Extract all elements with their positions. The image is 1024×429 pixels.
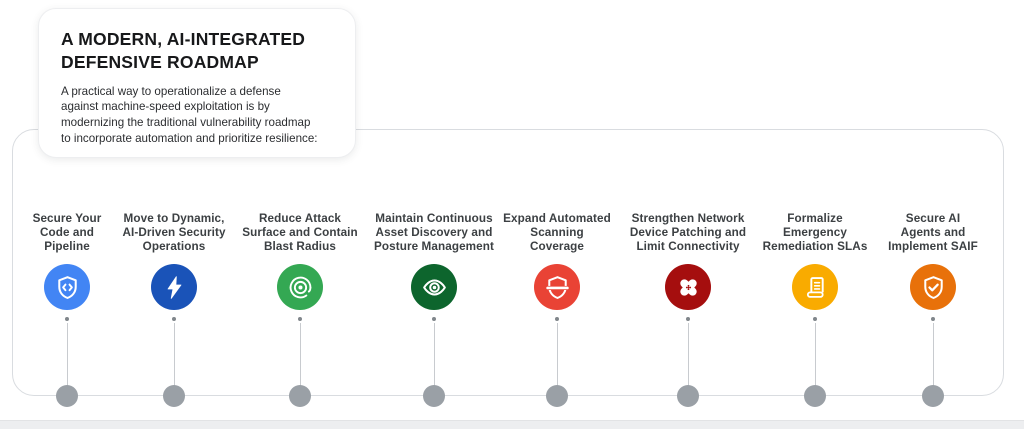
- at-target-icon: [289, 276, 311, 298]
- roadmap-step-1: Secure Your Code and Pipeline: [0, 212, 142, 412]
- page-title: A MODERN, AI-INTEGRATED DEFENSIVE ROADMA…: [61, 29, 306, 72]
- connector-dot: [813, 317, 817, 321]
- connector-dot: [686, 317, 690, 321]
- bottom-strip: [0, 420, 1024, 429]
- connector-dot: [65, 317, 69, 321]
- connector-line: [300, 323, 301, 386]
- roadmap-step-7: Formalize Emergency Remediation SLAs: [740, 212, 890, 412]
- step-label: Maintain Continuous Asset Discovery and …: [374, 212, 494, 254]
- roadmap-step-8: Secure AI Agents and Implement SAIF: [858, 212, 1008, 412]
- step-icon-circle: [277, 264, 323, 310]
- connector-line: [933, 323, 934, 386]
- roadmap-step-5: Expand Automated Scanning Coverage: [482, 212, 632, 412]
- timeline-node: [56, 385, 78, 407]
- step-icon-circle: [151, 264, 197, 310]
- roadmap-panel: [12, 129, 1004, 396]
- timeline-node: [804, 385, 826, 407]
- connector-line: [67, 323, 68, 386]
- step-label: Formalize Emergency Remediation SLAs: [762, 212, 868, 254]
- connector-line: [688, 323, 689, 386]
- connector-line: [434, 323, 435, 386]
- step-icon-circle: [910, 264, 956, 310]
- roadmap-step-4: Maintain Continuous Asset Discovery and …: [359, 212, 509, 412]
- step-icon-circle: [665, 264, 711, 310]
- page-description: A practical way to operationalize a defe…: [61, 84, 318, 146]
- shield-code-icon: [57, 275, 77, 299]
- lightning-bolt-icon: [167, 275, 181, 299]
- timeline-node: [289, 385, 311, 407]
- timeline-node: [423, 385, 445, 407]
- timeline-node: [163, 385, 185, 407]
- shield-check-icon: [923, 275, 943, 299]
- roadmap-step-6: Strengthen Network Device Patching and L…: [613, 212, 763, 412]
- roadmap-step-3: Reduce Attack Surface and Contain Blast …: [225, 212, 375, 412]
- connector-dot: [298, 317, 302, 321]
- connector-dot: [172, 317, 176, 321]
- title-card: A MODERN, AI-INTEGRATED DEFENSIVE ROADMA…: [38, 8, 356, 158]
- connector-dot: [931, 317, 935, 321]
- step-label: Reduce Attack Surface and Contain Blast …: [242, 212, 358, 254]
- timeline-node: [922, 385, 944, 407]
- crossed-bandage-icon: [679, 278, 697, 296]
- contract-scroll-icon: [806, 276, 824, 298]
- shield-scan-icon: [545, 275, 569, 299]
- connector-line: [557, 323, 558, 386]
- connector-line: [174, 323, 175, 386]
- step-icon-circle: [792, 264, 838, 310]
- roadmap-step-2: Move to Dynamic, AI-Driven Security Oper…: [99, 212, 249, 412]
- step-label: Secure AI Agents and Implement SAIF: [888, 212, 978, 254]
- timeline-node: [677, 385, 699, 407]
- step-label: Secure Your Code and Pipeline: [32, 212, 102, 254]
- connector-line: [815, 323, 816, 386]
- step-label: Expand Automated Scanning Coverage: [503, 212, 611, 254]
- connector-dot: [555, 317, 559, 321]
- eye-icon: [422, 279, 446, 295]
- connector-dot: [432, 317, 436, 321]
- step-label: Move to Dynamic, AI-Driven Security Oper…: [122, 212, 226, 254]
- timeline-node: [546, 385, 568, 407]
- step-label: Strengthen Network Device Patching and L…: [629, 212, 747, 254]
- step-icon-circle: [534, 264, 580, 310]
- step-icon-circle: [44, 264, 90, 310]
- step-icon-circle: [411, 264, 457, 310]
